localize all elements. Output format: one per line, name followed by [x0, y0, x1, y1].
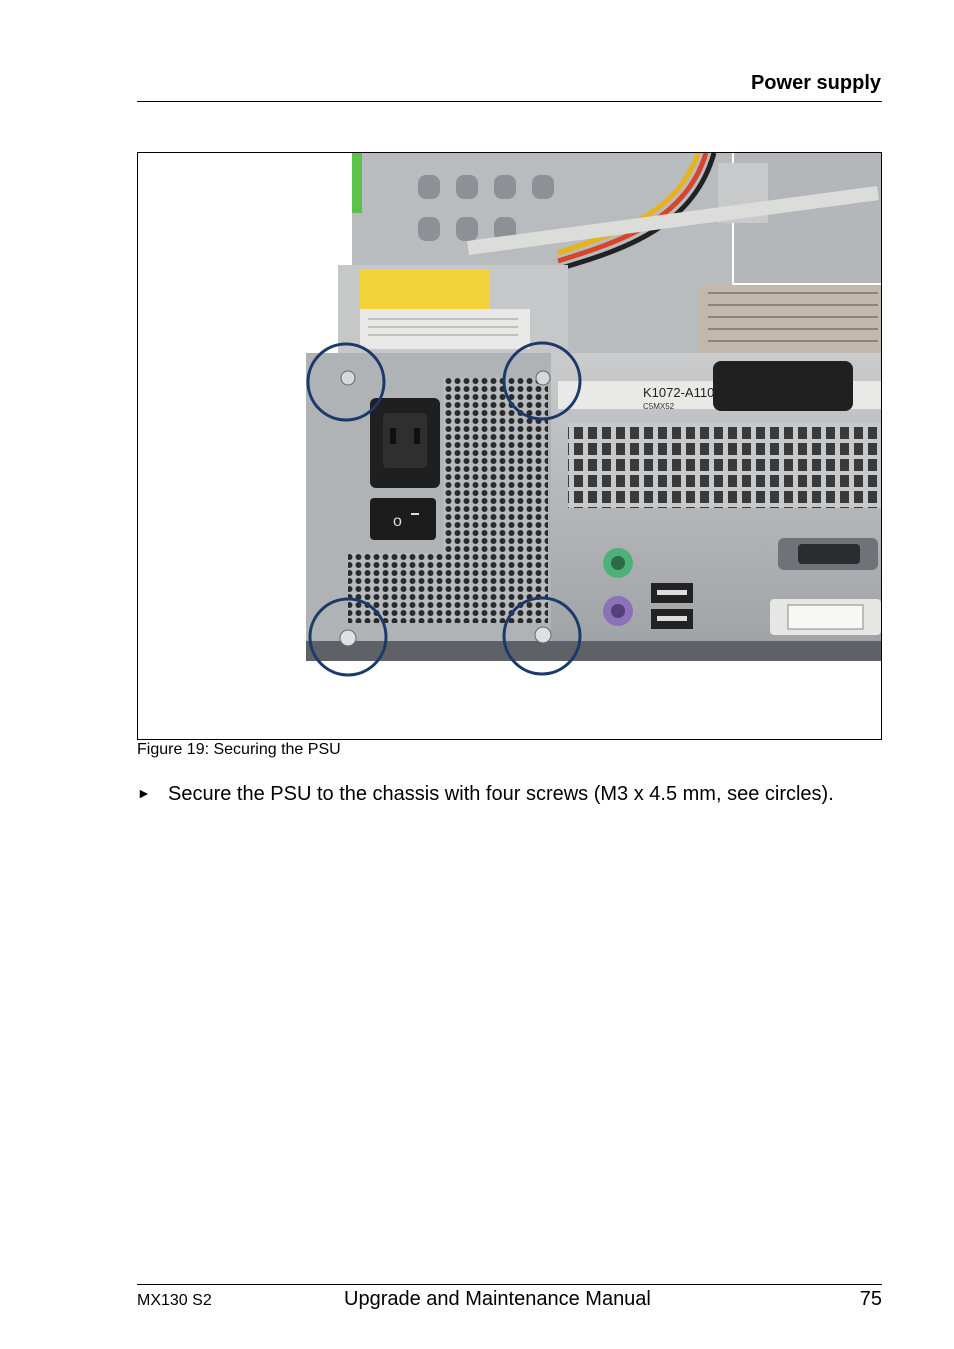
footer-divider [137, 1284, 882, 1285]
figure-frame: o K1072-A110-*-Z-00 C5MX52 [137, 152, 882, 740]
instruction-step: ► Secure the PSU to the chassis with four… [137, 783, 834, 806]
section-title: Power supply [750, 72, 881, 94]
green-latch [352, 153, 362, 213]
psu-photo: o K1072-A110-*-Z-00 C5MX52 [306, 153, 881, 677]
figure-caption: Figure 19: Securing the PSU [137, 741, 341, 758]
footer-model: MX130 S2 [137, 1292, 212, 1309]
power-switch [370, 498, 436, 540]
footer-manual-title: Upgrade and Maintenance Manual [344, 1288, 651, 1310]
io-grille [568, 423, 881, 508]
psu-label-yellow [360, 269, 490, 309]
screw-circle-bottom-right [502, 596, 582, 676]
chassis-base [306, 641, 881, 661]
drive-cage-holes [418, 175, 554, 241]
expansion-bracket-clip [713, 361, 853, 411]
heat-sink [698, 285, 881, 355]
ribbon-cable [467, 186, 879, 255]
screw-circle-top-left [306, 342, 386, 422]
bullet-arrow-icon: ► [137, 785, 151, 801]
instruction-text: Secure the PSU to the chassis with four … [168, 783, 834, 805]
board-label: C5MX52 [643, 402, 675, 411]
psu-vent-mesh [348, 378, 548, 623]
header-divider [137, 101, 882, 102]
screw-circle-bottom-left [308, 597, 388, 677]
screw-circle-top-right [502, 341, 582, 421]
psu-label-white [360, 309, 530, 349]
screws [339, 370, 552, 647]
svg-text:o: o [393, 513, 402, 530]
page-number: 75 [859, 1288, 882, 1310]
